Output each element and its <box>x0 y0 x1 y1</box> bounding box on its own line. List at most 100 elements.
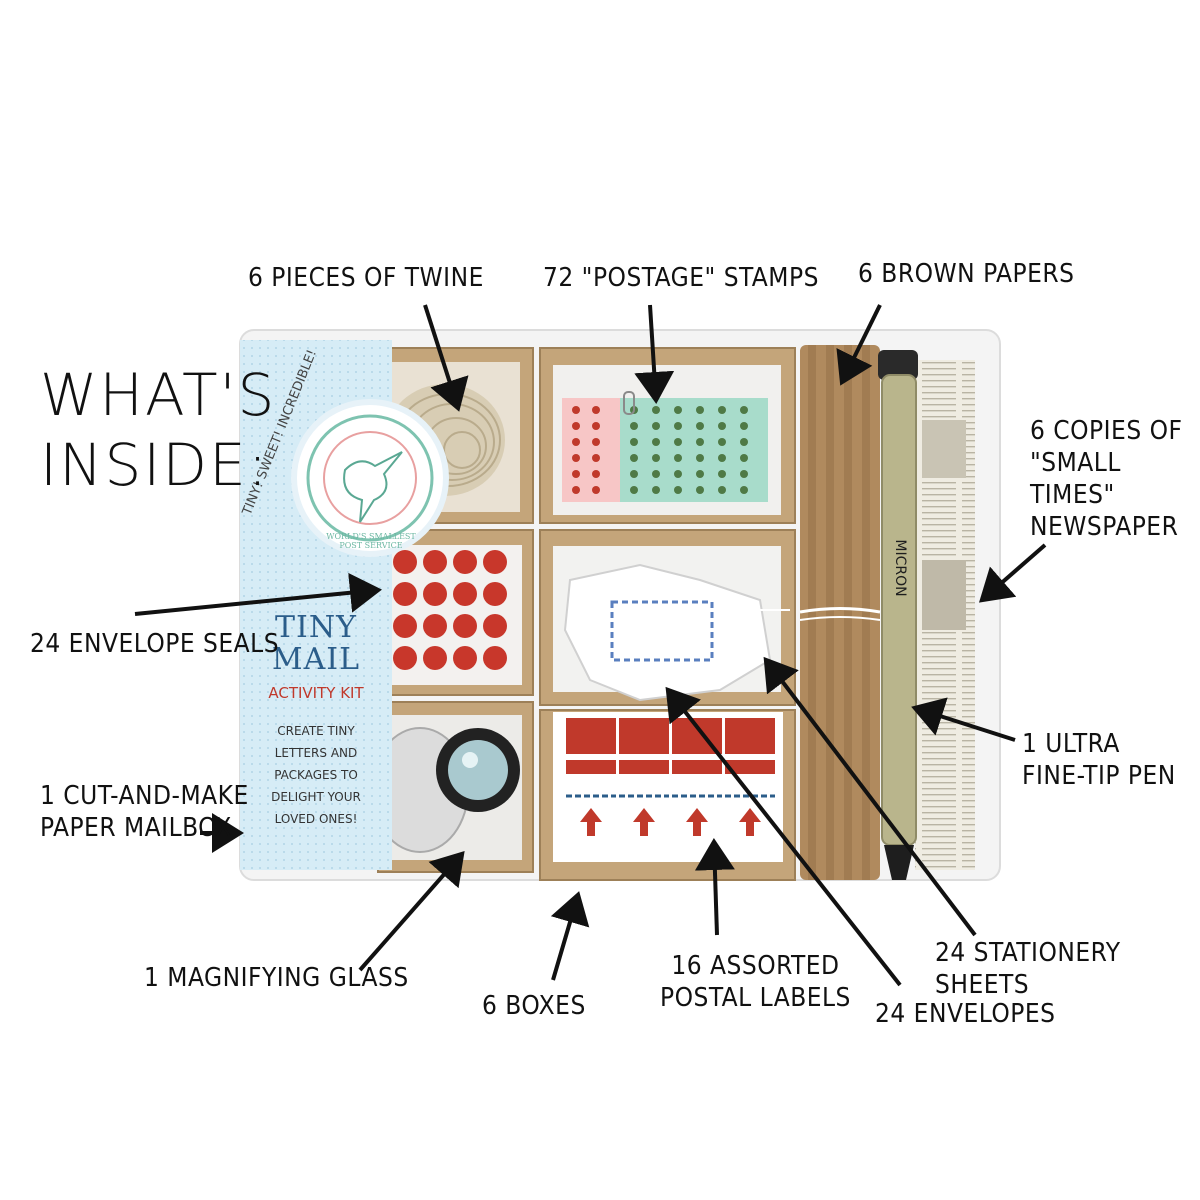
this-side-up-arrow-icon <box>580 808 602 836</box>
snail-stamp <box>718 438 726 446</box>
envelope-seal <box>423 646 447 670</box>
heart-stamp <box>592 486 600 494</box>
label-newspaper: 6 COPIES OF "SMALL TIMES" NEWSPAPER <box>1030 416 1183 542</box>
snail-stamp <box>674 422 682 430</box>
snail-stamp <box>630 438 638 446</box>
newspaper <box>915 360 975 870</box>
label-stamps: 72 "POSTAGE" STAMPS <box>543 263 819 293</box>
snail-stamp <box>696 454 704 462</box>
envelope-seal <box>393 582 417 606</box>
snail-stamp <box>652 454 660 462</box>
pen-brand: MICRON <box>892 539 908 597</box>
snail-stamp <box>652 406 660 414</box>
arrow-brown-papers <box>836 304 882 386</box>
arrow-envelopes <box>665 686 902 987</box>
box-envelopes <box>539 529 796 706</box>
heart-stamp <box>572 406 580 414</box>
envelope-seal <box>423 614 447 638</box>
envelope-seal <box>393 614 417 638</box>
kit-tagline: CREATE TINY LETTERS AND PACKAGES TO DELI… <box>271 724 361 826</box>
this-side-up-arrow-icon <box>686 808 708 836</box>
snail-stamp <box>674 406 682 414</box>
snail-stamp <box>652 470 660 478</box>
snail-stamp <box>696 438 704 446</box>
heading-line2: INSIDE: <box>40 431 270 499</box>
label-pen: 1 ULTRA FINE-TIP PEN <box>1022 729 1176 791</box>
label-twine: 6 PIECES OF TWINE <box>248 263 484 293</box>
stamp-sheet-pink <box>562 398 620 502</box>
snail-stamp <box>718 406 726 414</box>
snail-stamp <box>696 486 704 494</box>
arrow-stamps <box>634 304 675 404</box>
heart-stamp <box>572 438 580 446</box>
label-brown-papers: 6 BROWN PAPERS <box>858 259 1075 289</box>
envelope-seal <box>483 582 507 606</box>
heading-line1: WHAT'S <box>40 361 277 429</box>
heart-stamp <box>572 454 580 462</box>
envelope-seal <box>423 582 447 606</box>
snail-stamp <box>696 470 704 478</box>
heart-stamp <box>592 470 600 478</box>
heading: WHAT'S INSIDE: <box>40 360 276 500</box>
arrow-boxes <box>550 891 590 981</box>
heart-stamp <box>592 422 600 430</box>
label-postal-labels: 16 ASSORTED POSTAL LABELS <box>660 951 851 1013</box>
snail-stamp <box>740 406 748 414</box>
snail-stamp <box>630 486 638 494</box>
envelope-seal <box>423 550 447 574</box>
heart-stamp <box>592 406 600 414</box>
snail-stamp <box>696 406 704 414</box>
arrow-pen <box>911 697 1016 742</box>
kit-card <box>240 340 449 870</box>
snail-stamp <box>740 422 748 430</box>
snail-stamp <box>740 470 748 478</box>
snail-stamp <box>652 486 660 494</box>
fragile-label <box>725 718 775 754</box>
heart-stamp <box>592 454 600 462</box>
snail-stamp <box>674 470 682 478</box>
envelope-seal <box>393 646 417 670</box>
snail-stamp <box>674 438 682 446</box>
this-side-up-arrow-icon <box>739 808 761 836</box>
label-mailbox: 1 CUT-AND-MAKE PAPER MAILBOX <box>40 781 249 843</box>
label-seals: 24 ENVELOPE SEALS <box>30 629 280 659</box>
brown-papers <box>799 345 881 880</box>
snail-stamp <box>718 422 726 430</box>
heart-stamp <box>592 438 600 446</box>
envelope <box>610 600 714 662</box>
snail-stamp <box>740 438 748 446</box>
envelope-seal <box>453 582 477 606</box>
envelope-seal <box>453 550 477 574</box>
label-stationery: 24 STATIONERY SHEETS <box>935 938 1121 1000</box>
envelope-seal <box>483 550 507 574</box>
envelope-seal <box>393 550 417 574</box>
heart-stamp <box>572 470 580 478</box>
arrow-seals <box>134 572 382 616</box>
snail-stamp <box>696 422 704 430</box>
kit-title-line2: MAIL <box>271 642 361 677</box>
heart-stamp <box>572 422 580 430</box>
envelope-seal <box>483 614 507 638</box>
kit-subtitle: ACTIVITY KIT <box>268 684 364 702</box>
this-side-up-arrow-icon <box>633 808 655 836</box>
snail-stamp <box>718 470 726 478</box>
snail-stamp <box>674 486 682 494</box>
envelope-seal <box>483 646 507 670</box>
pen <box>878 350 918 880</box>
arrow-postal-labels <box>694 838 735 936</box>
stamp-sheet-mint <box>620 398 768 502</box>
envelope-seal <box>453 614 477 638</box>
box-seals <box>377 529 534 696</box>
kit-title-line1: TINY <box>275 610 357 645</box>
fragile-label <box>619 718 669 754</box>
arrow-stationery <box>763 656 977 937</box>
snail-stamp <box>740 486 748 494</box>
arrow-newspaper <box>978 543 1047 603</box>
snail-stamp <box>652 438 660 446</box>
snail-stamp <box>630 454 638 462</box>
snail-stamp <box>718 454 726 462</box>
special-delivery-label <box>672 760 722 774</box>
special-delivery-label <box>725 760 775 774</box>
special-delivery-label <box>619 760 669 774</box>
